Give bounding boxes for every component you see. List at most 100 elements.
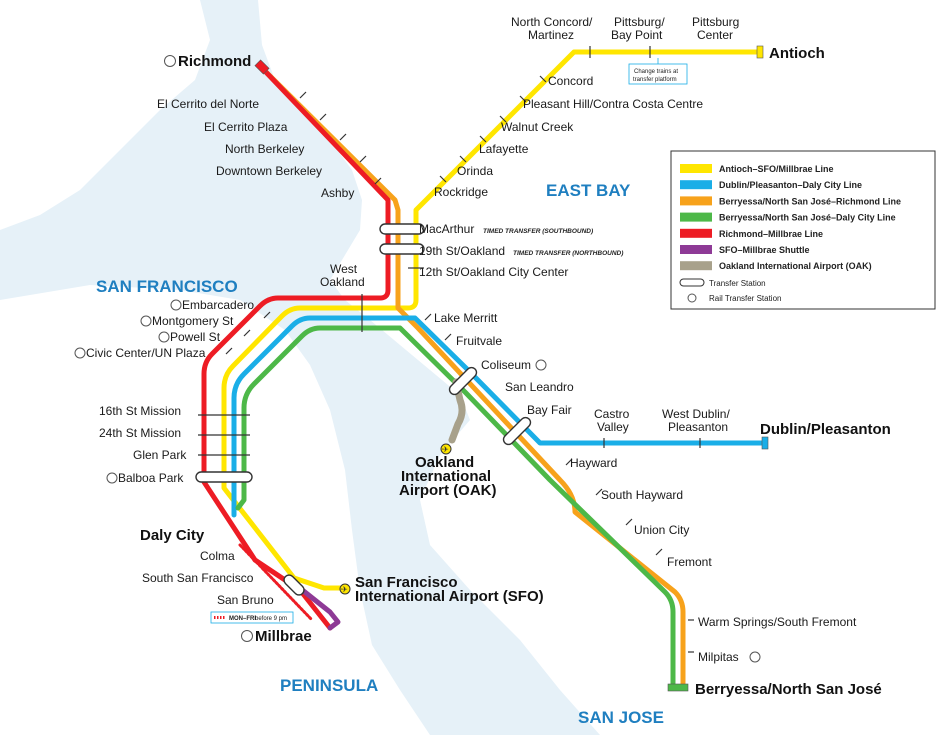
station-north-berkeley: North Berkeley xyxy=(225,142,304,156)
station-south-hayward: South Hayward xyxy=(601,488,683,502)
antioch-cap xyxy=(756,45,764,59)
region-east-bay: EAST BAY xyxy=(546,181,631,200)
station-orinda: Orinda xyxy=(457,164,493,178)
station-lafayette: Lafayette xyxy=(479,142,529,156)
station-embarcadero: Embarcadero xyxy=(182,298,254,312)
station-civic-center: Civic Center/UN Plaza xyxy=(86,346,206,360)
station-twelfth: 12th St/Oakland City Center xyxy=(419,265,568,279)
station-warm-springs: Warm Springs/South Fremont xyxy=(698,615,857,629)
purple-line xyxy=(293,582,341,631)
dublin-cap xyxy=(761,436,769,450)
station-castro-valley: Castro xyxy=(594,407,630,421)
station-union-city: Union City xyxy=(634,523,689,537)
change-trains-2: transfer platform xyxy=(633,77,677,83)
station-north-concord-2: Martinez xyxy=(528,28,574,42)
station-nineteenth: 19th St/Oakland xyxy=(419,244,505,258)
station-coliseum: Coliseum xyxy=(481,358,531,372)
legend-swatch-0 xyxy=(680,164,712,173)
station-west-oakland-2: Oakland xyxy=(320,275,365,289)
coliseum-rail-icon xyxy=(535,359,547,371)
marin-land xyxy=(0,0,210,230)
richmond-cap xyxy=(254,59,270,75)
oak-label-3: Airport (OAK) xyxy=(399,482,497,499)
station-pittsburg-c: Pittsburg xyxy=(692,15,739,29)
station-san-leandro: San Leandro xyxy=(505,380,574,394)
orange-line xyxy=(259,65,686,691)
station-south-sf: South San Francisco xyxy=(142,571,254,585)
terminal-berryessa: Berryessa/North San José xyxy=(695,681,882,698)
station-milpitas: Milpitas xyxy=(698,650,739,664)
station-west-dublin-2: Pleasanton xyxy=(668,420,728,434)
station-pittsburg-bp-2: Bay Point xyxy=(611,28,663,42)
sfo-label-2: International Airport (SFO) xyxy=(355,588,544,605)
station-pittsburg-c-2: Center xyxy=(697,28,733,42)
legend-swatch-1 xyxy=(680,180,712,190)
monfri-text-a: MON–FRI xyxy=(229,616,256,622)
embarcadero-rail-icon xyxy=(170,299,182,311)
legend-swatch-3 xyxy=(680,212,712,222)
station-fruitvale: Fruitvale xyxy=(456,334,502,348)
region-peninsula: PENINSULA xyxy=(280,676,378,695)
nineteenth-transfer xyxy=(379,243,425,255)
station-ashby: Ashby xyxy=(321,186,354,200)
coliseum-transfer xyxy=(448,366,478,396)
civic-center-rail-icon xyxy=(74,347,86,359)
region-san-jose: SAN JOSE xyxy=(578,708,664,727)
monfri-text-b: before 9 pm xyxy=(255,616,287,622)
timed-north: TIMED TRANSFER (NORTHBOUND) xyxy=(513,250,623,257)
oak-plane-glyph: ✈ xyxy=(442,445,449,454)
richmond-rail-icon xyxy=(164,55,176,67)
station-montgomery: Montgomery St xyxy=(152,314,234,328)
station-balboa-park: Balboa Park xyxy=(118,471,184,485)
station-west-oakland: West xyxy=(330,262,358,276)
legend-label-3: Berryessa/North San José–Daly City Line xyxy=(719,213,896,223)
yellow-line xyxy=(221,49,763,591)
station-walnut-creek: Walnut Creek xyxy=(501,120,574,134)
station-pleasant-hill: Pleasant Hill/Contra Costa Centre xyxy=(523,97,703,111)
station-rockridge: Rockridge xyxy=(434,185,488,199)
terminal-daly-city: Daly City xyxy=(140,527,205,544)
station-concord: Concord xyxy=(548,74,593,88)
legend-rail-transfer: Rail Transfer Station xyxy=(709,294,781,303)
timed-south: TIMED TRANSFER (SOUTHBOUND) xyxy=(483,228,593,235)
terminal-dublin: Dublin/Pleasanton xyxy=(760,421,891,438)
sfo-label-1: San Francisco xyxy=(355,574,458,591)
station-hayward: Hayward xyxy=(570,456,617,470)
station-fremont: Fremont xyxy=(667,555,712,569)
powell-rail-icon xyxy=(158,331,170,343)
sfo-airport-icon xyxy=(339,583,351,595)
legend-swatch-6 xyxy=(680,261,712,271)
legend-label-2: Berryessa/North San José–Richmond Line xyxy=(719,196,901,206)
legend-swatch-4 xyxy=(680,228,712,238)
station-downtown-berkeley: Downtown Berkeley xyxy=(216,164,322,178)
legend-transfer-station: Transfer Station xyxy=(709,279,766,288)
blue-line xyxy=(231,315,768,518)
balboa-transfer xyxy=(195,471,253,483)
berryessa-cap xyxy=(667,683,689,692)
san-bruno-transfer xyxy=(283,574,305,596)
terminal-millbrae: Millbrae xyxy=(255,628,312,645)
region-san-francisco: SAN FRANCISCO xyxy=(96,277,238,296)
oak-connector-line xyxy=(448,378,466,444)
legend-label-6: Oakland International Airport (OAK) xyxy=(719,261,872,271)
station-powell: Powell St xyxy=(170,330,221,344)
red-line xyxy=(201,65,391,631)
station-24th: 24th St Mission xyxy=(99,426,181,440)
station-el-cerrito-plaza: El Cerrito Plaza xyxy=(204,120,288,134)
oak-airport-icon xyxy=(440,443,452,455)
station-san-bruno: San Bruno xyxy=(217,593,274,607)
station-west-dublin: West Dublin/ xyxy=(662,407,730,421)
balboa-rail-icon xyxy=(106,472,118,484)
station-el-cerrito-norte: El Cerrito del Norte xyxy=(157,97,259,111)
terminal-richmond: Richmond xyxy=(178,53,251,70)
macarthur-transfer xyxy=(379,223,425,235)
station-castro-valley-2: Valley xyxy=(597,420,629,434)
legend-swatch-5 xyxy=(680,245,712,254)
station-lake-merritt: Lake Merritt xyxy=(434,311,498,325)
legend-label-4: Richmond–Millbrae Line xyxy=(719,229,823,239)
sfo-plane-glyph: ✈ xyxy=(341,585,348,594)
legend-label-1: Dublin/Pleasanton–Daly City Line xyxy=(719,180,862,190)
bay-fair-transfer xyxy=(502,416,532,446)
green-line xyxy=(235,325,676,691)
